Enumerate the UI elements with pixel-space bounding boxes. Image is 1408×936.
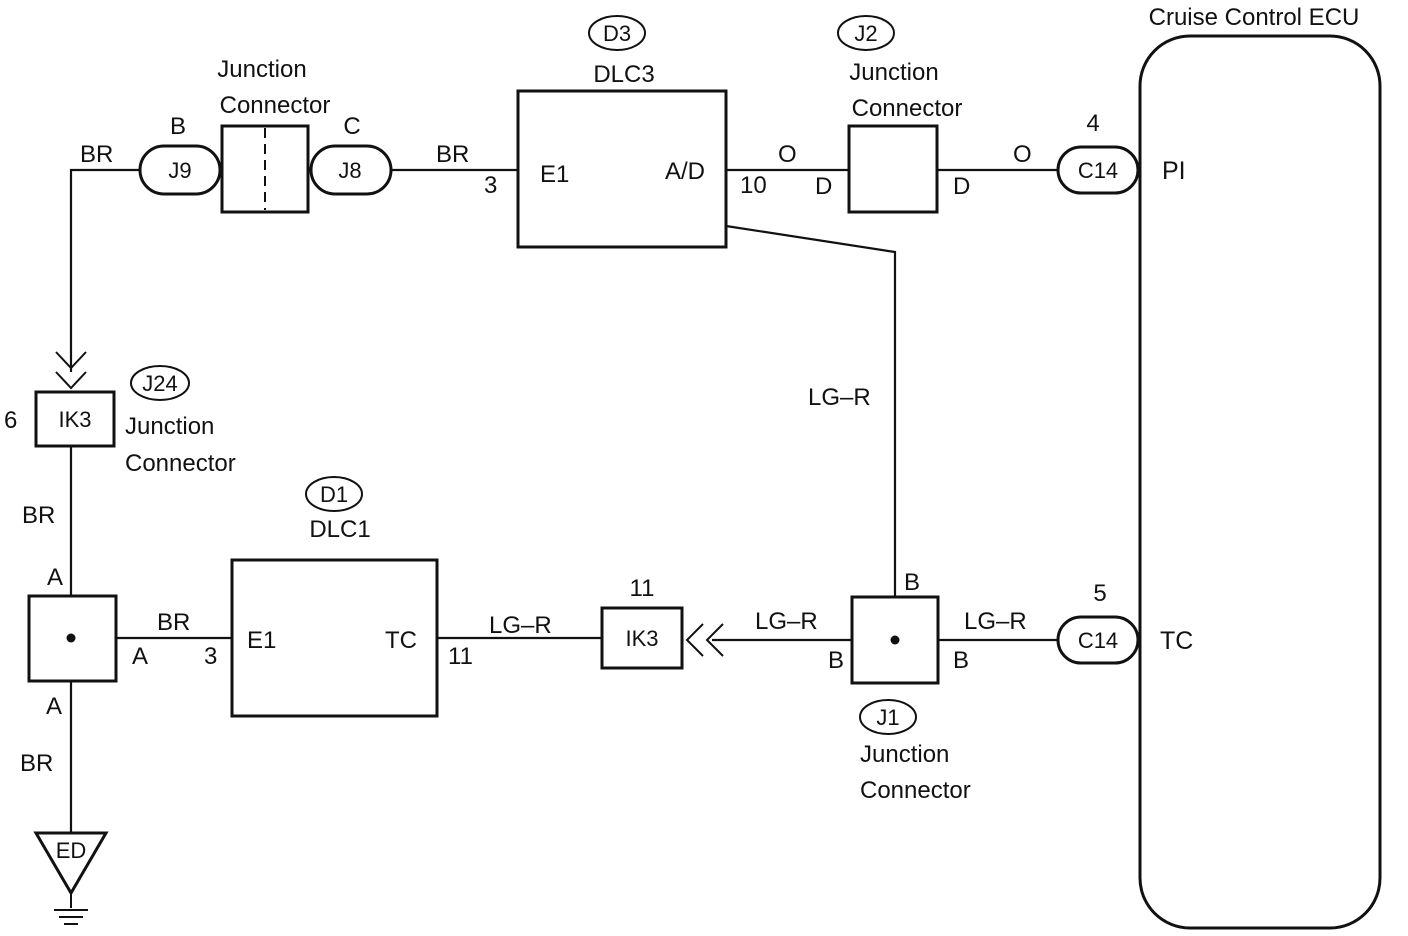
j8-oval bbox=[309, 144, 393, 196]
dlc1-pin-e1: E1 bbox=[247, 627, 276, 654]
c14-bottom-label: C14 bbox=[1078, 628, 1118, 653]
wire-label-o-left: O bbox=[778, 141, 797, 168]
dlc3-pin-e1: E1 bbox=[540, 161, 569, 188]
left-junction-splice-dot bbox=[66, 633, 76, 643]
j1-pin-top: B bbox=[904, 569, 920, 596]
ik3-mid-pin: 11 bbox=[630, 575, 655, 602]
ground-symbol-icon bbox=[54, 893, 88, 925]
connector-c14-top: C14 4 bbox=[1056, 110, 1140, 195]
junction-connector-j1: B B B J1 Junction Connector bbox=[828, 569, 971, 804]
wire-label-br-bottom: BR bbox=[20, 750, 53, 777]
dlc3: D3 DLC3 E1 A/D 3 10 bbox=[484, 15, 767, 249]
wire-labels: BR BR O O LG–R BR BR BR LG–R LG–R LG–R bbox=[20, 141, 1032, 777]
j1-line1: Junction bbox=[860, 741, 949, 768]
ik3-mid-box bbox=[600, 606, 684, 670]
j24-double-arrow bbox=[55, 351, 87, 390]
ground-label: ED bbox=[56, 838, 87, 863]
j1-line2: Connector bbox=[860, 777, 971, 804]
j2-line2: Connector bbox=[852, 95, 963, 122]
j1-badge: J1 bbox=[876, 705, 899, 730]
j1-badge-oval bbox=[859, 699, 917, 735]
c14-top-oval bbox=[1056, 145, 1140, 195]
jc-top-line2: Connector bbox=[220, 92, 331, 119]
dlc3-pin-ad: A/D bbox=[665, 158, 705, 185]
dlc1: D1 DLC1 E1 TC 3 11 bbox=[204, 476, 473, 718]
c14-bottom-oval bbox=[1056, 615, 1140, 665]
dlc1-pin-tc: TC bbox=[385, 627, 417, 654]
j1-pin-right: B bbox=[953, 647, 969, 674]
j24-ik3-box bbox=[34, 390, 116, 448]
ecu-pin-pi: PI bbox=[1162, 157, 1186, 185]
dlc1-num-right: 11 bbox=[448, 643, 473, 670]
junction-connector-top: Junction Connector bbox=[217, 56, 331, 214]
j2-badge-oval bbox=[837, 15, 895, 51]
ground-ed: ED bbox=[33, 831, 109, 925]
j2-box bbox=[847, 124, 939, 214]
cruise-control-ecu: Cruise Control ECU PI TC bbox=[1138, 4, 1382, 930]
j24-line2: Connector bbox=[125, 450, 236, 477]
dlc1-box bbox=[230, 558, 439, 718]
junction-connector-j2: J2 Junction Connector D D bbox=[815, 15, 970, 214]
j24-badge: J24 bbox=[142, 371, 177, 396]
dlc3-num-right: 10 bbox=[740, 172, 767, 199]
dlc3-box bbox=[516, 89, 728, 249]
wire-label-o-right: O bbox=[1013, 141, 1032, 168]
j8-label: J8 bbox=[338, 158, 361, 183]
connector-j8: J8 C bbox=[309, 113, 393, 196]
wire-label-br-top-mid: BR bbox=[436, 141, 469, 168]
wire-label-br-top-left: BR bbox=[80, 141, 113, 168]
dlc3-num-left: 3 bbox=[484, 172, 497, 199]
wires bbox=[69, 168, 1058, 833]
dlc1-name: DLC1 bbox=[309, 516, 370, 543]
j1-pin-left: B bbox=[828, 647, 844, 674]
ground-triangle bbox=[33, 831, 109, 896]
left-junction: A A A bbox=[27, 564, 148, 720]
j2-pin-right: D bbox=[953, 173, 970, 200]
junction-connector-j24: IK3 6 J24 Junction Connector bbox=[4, 351, 236, 477]
wire-lg-r-vertical bbox=[725, 224, 897, 640]
wire-label-lg-r-vertical: LG–R bbox=[808, 384, 871, 411]
c14-top-pin: 4 bbox=[1086, 110, 1099, 137]
wire-label-lg-r-dlc1: LG–R bbox=[489, 612, 552, 639]
connector-ik3-mid: IK3 11 bbox=[600, 575, 724, 670]
j24-ik3-label: IK3 bbox=[58, 407, 91, 432]
left-junction-pin-bottom: A bbox=[46, 693, 62, 720]
dlc3-badge-oval bbox=[588, 15, 646, 51]
jc-top-line1: Junction bbox=[217, 56, 306, 83]
connector-j9: J9 B bbox=[138, 113, 222, 196]
left-junction-pin-top: A bbox=[47, 564, 63, 591]
j24-line1: Junction bbox=[125, 413, 214, 440]
wire-br-top-left bbox=[69, 168, 140, 372]
wire-label-lg-r-j1-left: LG–R bbox=[755, 608, 818, 635]
c14-bottom-pin: 5 bbox=[1093, 580, 1106, 607]
j1-splice-dot bbox=[890, 635, 900, 645]
wire-label-lg-r-j1-right: LG–R bbox=[964, 608, 1027, 635]
ecu-pin-tc: TC bbox=[1160, 627, 1193, 655]
wire-label-br-left-lower: BR bbox=[157, 609, 190, 636]
ecu-body bbox=[1138, 34, 1382, 930]
left-junction-pin-right: A bbox=[132, 643, 148, 670]
j9-letter: B bbox=[170, 113, 186, 140]
j24-badge-oval bbox=[130, 365, 190, 401]
j2-pin-left: D bbox=[815, 173, 832, 200]
dlc3-name: DLC3 bbox=[593, 61, 654, 88]
c14-top-label: C14 bbox=[1078, 158, 1118, 183]
connector-c14-bottom: C14 5 bbox=[1056, 580, 1140, 665]
j2-badge: J2 bbox=[854, 21, 877, 46]
wire-label-br-left-upper: BR bbox=[22, 502, 55, 529]
j8-letter: C bbox=[343, 113, 360, 140]
j9-oval bbox=[138, 144, 222, 196]
dlc1-num-left: 3 bbox=[204, 643, 217, 670]
j9-label: J9 bbox=[168, 158, 191, 183]
dlc1-badge-oval bbox=[305, 476, 363, 512]
dlc3-badge: D3 bbox=[603, 21, 631, 46]
ik3-mid-label: IK3 bbox=[625, 626, 658, 651]
j24-pin: 6 bbox=[4, 407, 17, 434]
j2-line1: Junction bbox=[849, 59, 938, 86]
dlc1-badge: D1 bbox=[320, 482, 348, 507]
ik3-mid-double-arrow bbox=[685, 623, 724, 657]
ecu-title: Cruise Control ECU bbox=[1149, 4, 1360, 31]
